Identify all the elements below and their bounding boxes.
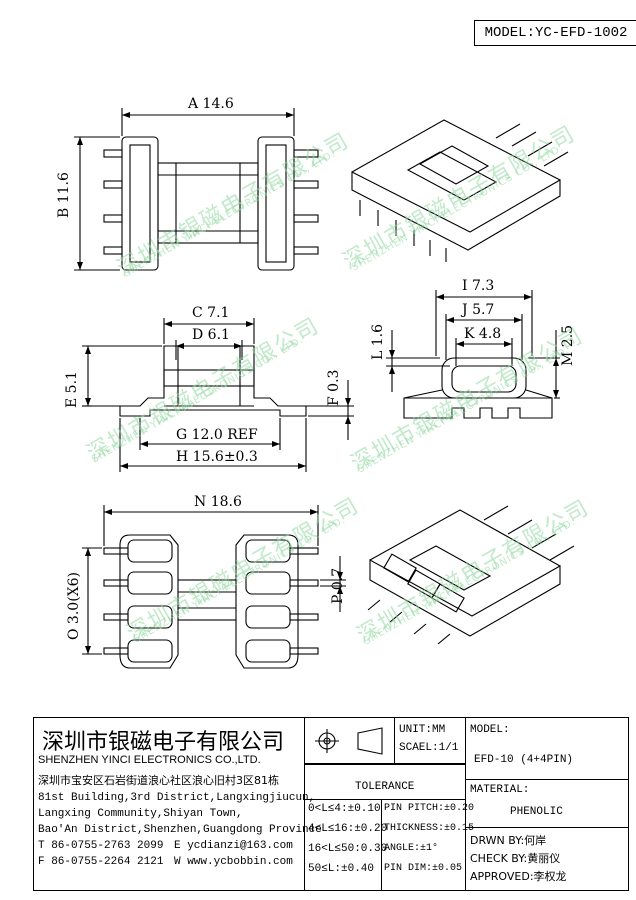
web: W www.ycbobbin.com xyxy=(174,856,293,868)
model-label: MODEL:YC-EFD-1002 xyxy=(474,20,636,46)
dim-f-label: F 0.3 xyxy=(326,369,342,406)
dim-c-label: C 7.1 xyxy=(192,305,230,321)
dim-n-label: N 18.6 xyxy=(194,494,242,510)
dim-m-label: M 2.5 xyxy=(560,324,576,366)
company-name-cn: 深圳市银磁电子有限公司 xyxy=(42,730,285,755)
dim-k-label: K 4.8 xyxy=(464,326,502,342)
signature-cell: DRWN BY:何岸 CHECK BY:黄丽仪 APPROVED:李权龙 xyxy=(466,828,628,890)
angle: ANGLE:±1° xyxy=(384,843,439,854)
dim-l-label: L 1.6 xyxy=(370,323,386,360)
dim-j-label: J 5.7 xyxy=(462,302,495,318)
company-area: 深圳市银磁电子有限公司 SHENZHEN YINCI ELECTRONICS C… xyxy=(34,718,322,890)
projection-symbol xyxy=(315,727,383,755)
scale: SCAEL:1/1 xyxy=(399,742,459,754)
top-view xyxy=(74,108,319,271)
approved-by: APPROVED:李权龙 xyxy=(470,870,567,883)
dim-p-label: P 0.7 xyxy=(330,567,346,604)
dim-b-label: B 11.6 xyxy=(56,172,72,218)
dim-o-label: O 3.0(X6) xyxy=(66,572,82,640)
unit: UNIT:MM xyxy=(399,724,446,736)
model-cell: MODEL: EFD-10 (4+4PIN) xyxy=(466,718,628,780)
material-value: PHENOLIC xyxy=(510,806,563,818)
material-label: MATERIAL: xyxy=(470,784,530,796)
model-value: EFD-10 (4+4PIN) xyxy=(474,754,574,766)
bottom-view xyxy=(82,505,346,669)
tol-4: 50≤L:±0.40 xyxy=(308,863,375,875)
title-block: 深圳市银磁电子有限公司 SHENZHEN YINCI ELECTRONICS C… xyxy=(33,717,629,891)
tolerance-label: TOLERANCE xyxy=(355,781,415,793)
tol-1: 0<L≤4:±0.10 xyxy=(308,803,381,815)
dim-a-label: A 14.6 xyxy=(188,96,234,112)
symbol-cell xyxy=(305,718,395,764)
drawn-by: DRWN BY:何岸 xyxy=(470,834,547,847)
tolerance-cell: TOLERANCE 0<L≤4:±0.10 4<L≤16:±0.20 16<L≤… xyxy=(305,764,474,891)
email: E ycdianzi@163.com xyxy=(174,840,293,852)
pin-dim: PIN DIM:±0.05 xyxy=(384,863,463,874)
address-cn: 深圳市宝安区石岩街道浪心社区浪心旧村3区81栋 xyxy=(38,774,279,787)
model-label-tb: MODEL: xyxy=(470,724,510,736)
check-by: CHECK BY:黄丽仪 xyxy=(470,852,561,865)
dim-g-label: G 12.0 REF xyxy=(176,427,258,443)
company-name-en: SHENZHEN YINCI ELECTRONICS CO.,LTD. xyxy=(38,754,261,766)
address-en-1: 81st Building,3rd District,Langxingjiucu… xyxy=(38,792,316,804)
dim-e-label: E 5.1 xyxy=(64,371,80,408)
isometric-view-top xyxy=(351,119,569,262)
tol-3: 16<L≤50:0.30 xyxy=(308,843,388,855)
side-view xyxy=(82,318,354,472)
tol-2: 4<L≤16:±0.20 xyxy=(308,823,388,835)
isometric-view-bottom xyxy=(367,505,575,645)
material-cell: MATERIAL: PHENOLIC xyxy=(466,780,628,828)
address-en-3: Bao'An District,Shenzhen,Guangdong Provi… xyxy=(38,824,322,836)
unit-cell: UNIT:MM SCAEL:1/1 xyxy=(395,718,466,764)
address-en-2: Langxing Community,Shiyan Town, xyxy=(38,808,243,820)
thickness: THICKNESS:±0.15 xyxy=(384,823,475,834)
dim-i-label: I 7.3 xyxy=(462,278,495,294)
pin-pitch: PIN PITCH:±0.20 xyxy=(384,803,475,814)
dim-d-label: D 6.1 xyxy=(192,327,230,343)
dim-h-label: H 15.6±0.3 xyxy=(176,449,258,465)
tel: T 86-0755-2763 2099 xyxy=(38,840,164,852)
fax: F 86-0755-2264 2121 xyxy=(38,856,164,868)
